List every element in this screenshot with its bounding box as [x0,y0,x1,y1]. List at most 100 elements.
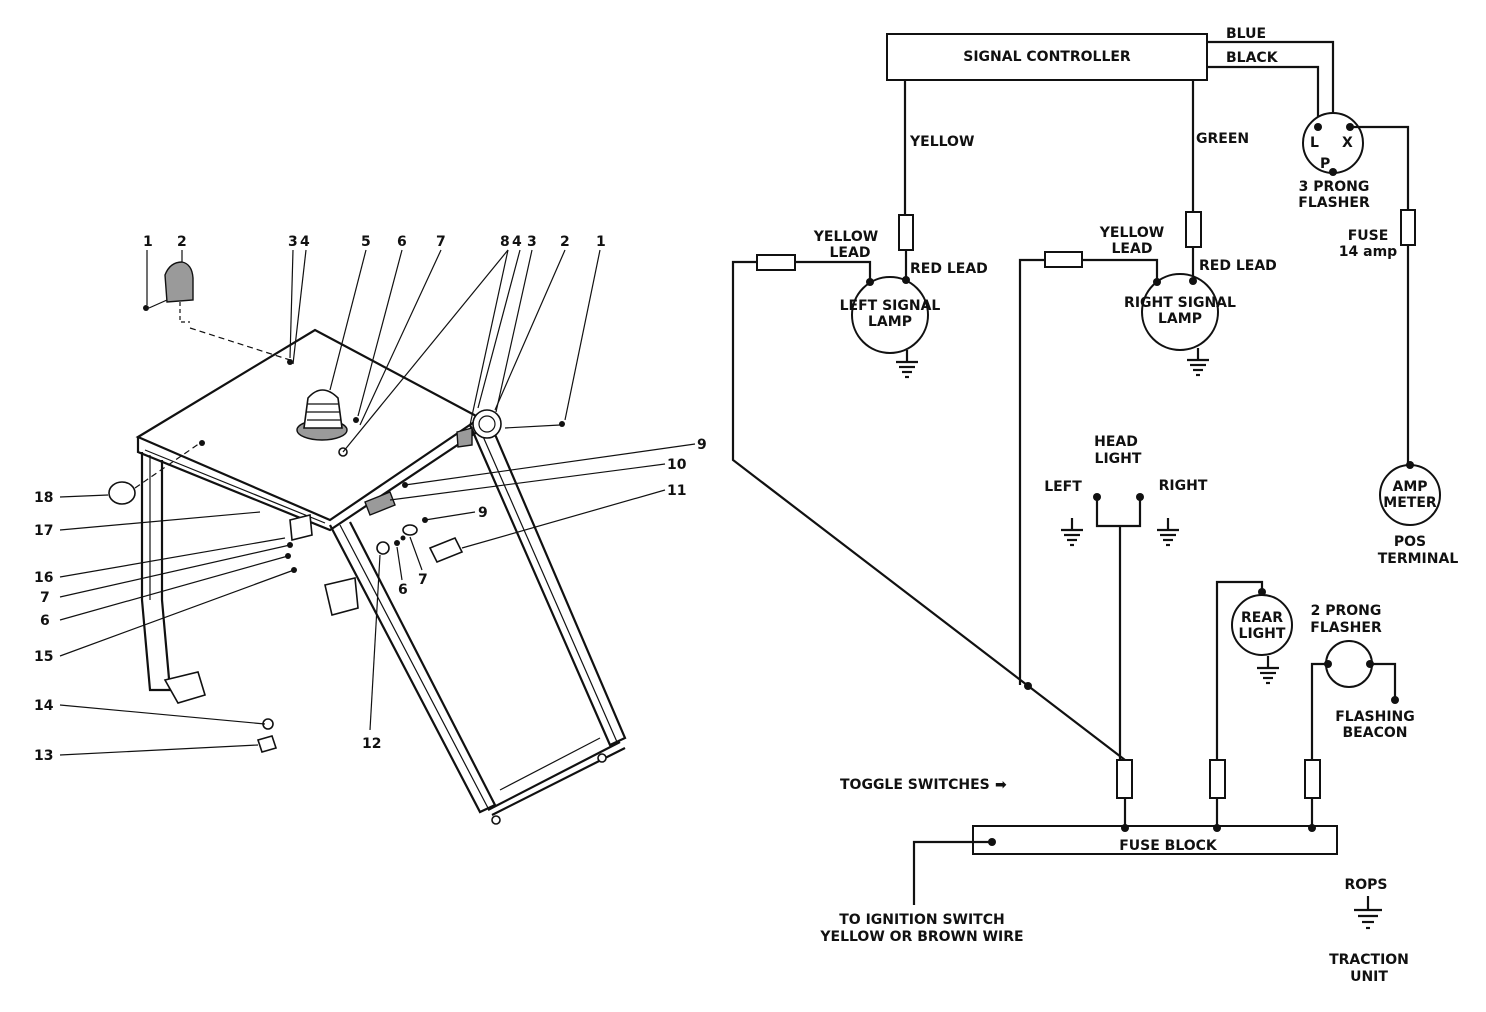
callout-6-bottom: 6 [398,582,408,598]
two-prong-flasher: 2 PRONG FLASHER FLASHING BEACON [1310,603,1415,760]
right-lead-resistor [1044,251,1083,268]
callout-numbers: 1 2 3 4 5 6 7 8 4 3 2 1 9 10 11 9 18 17 … [34,234,707,764]
three-prong-flasher-line1: 3 PRONG [1299,179,1370,195]
two-prong-flasher-line2: FLASHER [1310,620,1382,636]
light-housing-top-left [143,261,291,361]
rops-frame [140,417,627,825]
callout-1-left: 1 [143,234,153,250]
traction-line1: TRACTION [1329,952,1409,968]
callout-15: 15 [34,649,53,665]
callout-4-left: 4 [300,234,310,250]
fuse-main-line2: 14 amp [1339,244,1397,260]
ignition-line1: TO IGNITION SWITCH [839,912,1004,928]
callout-1-right: 1 [596,234,606,250]
callout-3-left: 3 [288,234,298,250]
callout-2-right: 2 [560,234,570,250]
ignition-line2: YELLOW OR BROWN WIRE [819,929,1023,945]
callout-7-left: 7 [40,590,50,606]
head-light-line2: LIGHT [1095,451,1142,467]
callout-3-right: 3 [527,234,537,250]
toggle-switches-label: TOGGLE SWITCHES [840,777,990,793]
amp-meter-line2: METER [1383,495,1437,511]
callout-9-mid: 9 [478,505,488,521]
lower-brackets [163,577,359,704]
head-light: HEAD LIGHT LEFT RIGHT [1044,434,1208,760]
rops-ground: ROPS TRACTION UNIT [1329,877,1409,985]
traction-line2: UNIT [1350,969,1388,985]
amp-meter: AMP METER POS TERMINAL [1378,461,1459,567]
left-lamp-line1: LEFT SIGNAL [840,298,941,314]
signal-controller-label: SIGNAL CONTROLLER [963,49,1131,65]
rear-light: REAR LIGHT [1215,580,1293,760]
exploded-view: 1 2 3 4 5 6 7 8 4 3 2 1 9 10 11 9 18 17 … [34,234,707,825]
right-red-lead: RED LEAD [1199,258,1277,274]
light-18 [108,440,205,505]
callout-12: 12 [362,736,381,752]
head-light-right: RIGHT [1159,478,1208,494]
callout-5: 5 [361,234,371,250]
left-yellow-lead-line2: LEAD [830,245,871,261]
wire-green-label: GREEN [1196,131,1249,147]
three-prong-flasher: L X P 3 PRONG FLASHER [1298,112,1370,211]
wire-black-label: BLACK [1226,50,1279,66]
flashing-beacon-line2: BEACON [1343,725,1408,741]
signal-controller-box [886,33,1208,81]
callout-16: 16 [34,570,53,586]
callout-2-left: 2 [177,234,187,250]
callout-13: 13 [34,748,53,764]
amp-meter-pos2: TERMINAL [1378,551,1459,567]
light-housing-right [456,409,565,448]
callout-6-left: 6 [40,613,50,629]
main-fuse [1400,209,1416,246]
right-lamp-line1: RIGHT SIGNAL [1124,295,1236,311]
fuse-block: FUSE BLOCK [972,824,1338,855]
callout-leaders [59,249,696,756]
callout-7-top: 7 [436,234,446,250]
right-yellow-lead-line2: LEAD [1112,241,1153,257]
toggle-switches-arrow: ➡ [995,777,1007,793]
head-light-line1: HEAD [1094,434,1138,450]
switch-cluster [256,359,464,753]
head-light-left: LEFT [1044,479,1082,495]
wire-yellow-label: YELLOW [909,134,974,150]
two-prong-flasher-line1: 2 PRONG [1311,603,1382,619]
left-lamp-resistor [898,214,914,251]
callout-6-top: 6 [397,234,407,250]
three-prong-flasher-line2: FLASHER [1298,195,1370,211]
flasher-pin-p: P [1320,156,1330,172]
flasher-pin-l: L [1310,135,1319,151]
callout-7-bottom: 7 [418,572,428,588]
callout-17: 17 [34,523,53,539]
right-lamp-line2: LAMP [1158,311,1202,327]
schematic: SIGNAL CONTROLLER BLUE BLACK L X P 3 PRO… [731,26,1459,985]
callout-9-top: 9 [697,437,707,453]
flashing-beacon-line1: FLASHING [1335,709,1415,725]
callout-14: 14 [34,698,54,714]
left-lead-resistor [756,254,796,271]
amp-meter-line1: AMP [1392,479,1427,495]
right-yellow-lead-line1: YELLOW [1099,225,1164,241]
right-signal-lamp: RIGHT SIGNAL LAMP [1124,273,1236,377]
left-signal-lamp: LEFT SIGNAL LAMP [840,276,941,379]
rear-light-line1: REAR [1241,610,1283,626]
callout-8: 8 [500,234,510,250]
fuse-block-label: FUSE BLOCK [1119,838,1218,854]
left-red-lead: RED LEAD [910,261,988,277]
left-lamp-line2: LAMP [868,314,912,330]
callout-11: 11 [667,483,686,499]
rear-light-line2: LIGHT [1239,626,1286,642]
callout-10: 10 [667,457,687,473]
right-lamp-resistor [1185,211,1202,248]
fuse-main-line1: FUSE [1348,228,1389,244]
black-wire [1207,65,1320,125]
callout-18: 18 [34,490,53,506]
flashing-beacon-part [296,389,348,441]
left-yellow-lead-line1: YELLOW [813,229,878,245]
rops-label: ROPS [1344,877,1387,893]
amp-meter-pos1: POS [1394,534,1426,550]
wire-blue-label: BLUE [1226,26,1266,42]
flasher-pin-x: X [1342,135,1353,151]
toggle-switches: TOGGLE SWITCHES ➡ [840,759,1321,826]
callout-4-right: 4 [512,234,522,250]
